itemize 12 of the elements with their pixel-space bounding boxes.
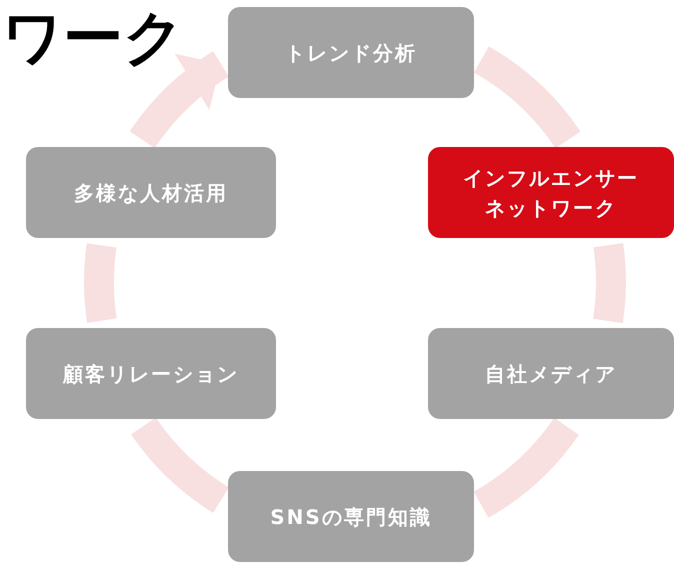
process-box: SNSの専門知識 [228,471,474,562]
process-box: 自社メディア [428,328,674,419]
process-box: インフルエンサーネットワーク [428,147,674,238]
process-box: 顧客リレーション [26,328,276,419]
connector-arc [593,244,626,323]
connector-arc [473,46,580,149]
title: ワーク [2,2,184,74]
connector-arc [472,417,578,518]
process-box: 多様な人材活用 [26,147,276,238]
connector-arc [131,416,230,512]
arrow [130,52,230,149]
process-box: トレンド分析 [228,7,474,98]
